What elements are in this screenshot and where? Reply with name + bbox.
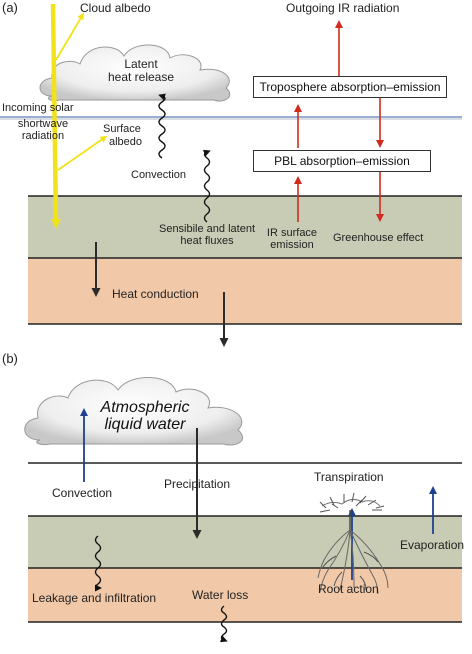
panel-a-label: (a) <box>2 0 18 15</box>
upper-soil-layer-a <box>28 196 462 258</box>
water-loss-label: Water loss <box>192 588 249 602</box>
leakage-label: Leakage and infiltration <box>32 591 157 605</box>
incoming-solar-arrow <box>50 3 61 229</box>
cloud-albedo-arrow <box>55 12 85 61</box>
greenhouse-label: Greenhouse effect <box>333 232 424 244</box>
cloud-albedo-label: Cloud albedo <box>80 1 151 15</box>
sensible-fluxes-wavy-arrow <box>202 149 211 223</box>
evaporation-label: Evaporation <box>400 538 465 552</box>
lower-soil-layer-a <box>28 258 462 324</box>
leakage-wavy-arrow <box>94 535 102 592</box>
precipitation-label: Precipitation <box>164 477 231 491</box>
plant-roots-illustration <box>317 492 389 595</box>
root-action-label: Root action <box>318 582 379 596</box>
pbl-box: PBL absorption–emission <box>253 150 431 172</box>
heat-conduction-label: Heat conduction <box>112 287 199 301</box>
cloud-b <box>24 377 244 446</box>
incoming-solar-label-line1: Incoming solar <box>2 102 74 114</box>
troposphere-box: Troposphere absorption–emission <box>253 76 447 98</box>
latent-heat-wavy-arrow <box>158 93 166 159</box>
cloud-a <box>39 44 231 102</box>
surface-albedo-arrow <box>57 135 108 171</box>
transpiration-label: Transpiration <box>314 470 384 484</box>
lower-soil-layer-b <box>28 568 462 622</box>
panel-b-label: (b) <box>2 351 18 366</box>
upper-soil-layer-b <box>28 516 462 568</box>
outgoing-ir-label: Outgoing IR radiation <box>286 1 400 15</box>
convection-label-a: Convection <box>131 169 187 181</box>
water-loss-wavy-arrow <box>219 605 228 643</box>
convection-label-b: Convection <box>52 486 113 500</box>
